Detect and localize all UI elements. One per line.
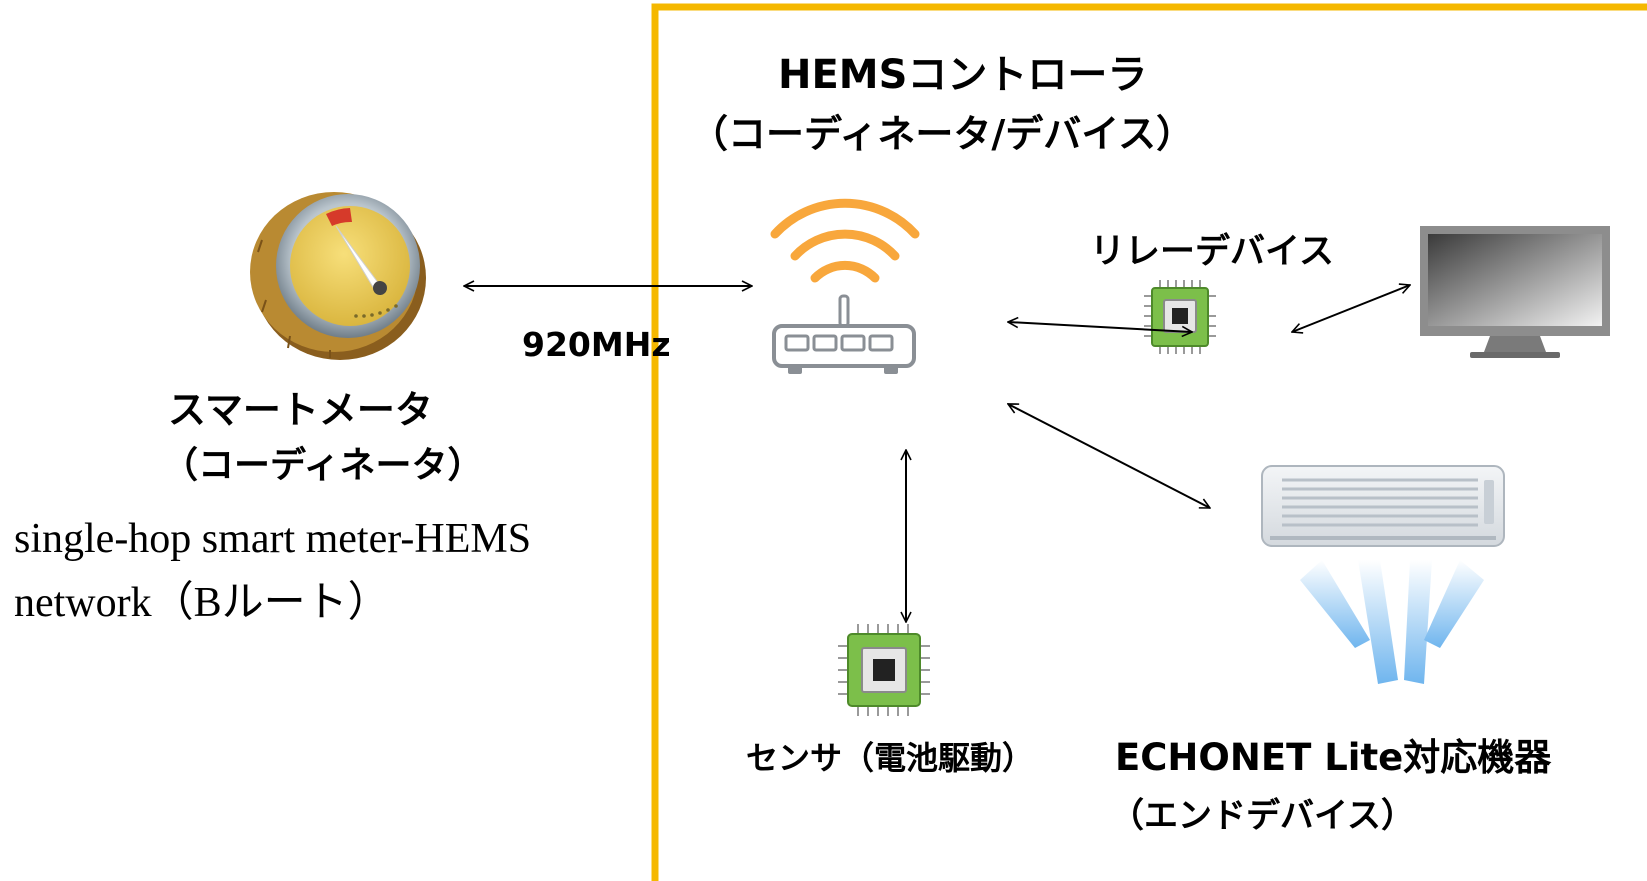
echonet-device-title: ECHONET Lite対応機器 [1115,736,1552,779]
link-relay-tv [1292,285,1410,332]
microchip-icon [1144,280,1216,354]
connection-arrows [464,285,1410,622]
television-icon [1420,226,1610,358]
sensor-label: センサ（電池駆動） [746,739,1035,777]
wifi-router-icon [770,198,920,374]
hems-controller-role: （コーディネータ/デバイス） [690,112,1195,156]
relay-device-label: リレーデバイス [1090,232,1334,272]
smart-meter-title: スマートメータ [168,388,433,432]
network-description-line2: network（Bルート） [14,580,390,626]
hems-boundary [651,3,1647,881]
smart-meter-role: （コーディネータ） [162,445,484,486]
gauge-meter-icon [250,192,426,360]
frequency-label: 920MHz [522,325,671,364]
hems-controller-title: HEMSコントローラ [778,52,1148,98]
air-conditioner-icon [1261,465,1505,684]
link-hems-relay [1008,322,1192,332]
echonet-device-role: （エンドデバイス） [1110,796,1415,836]
microchip-icon [838,624,930,716]
network-description-line1: single-hop smart meter-HEMS [14,516,532,562]
link-hems-aircon [1008,403,1210,509]
